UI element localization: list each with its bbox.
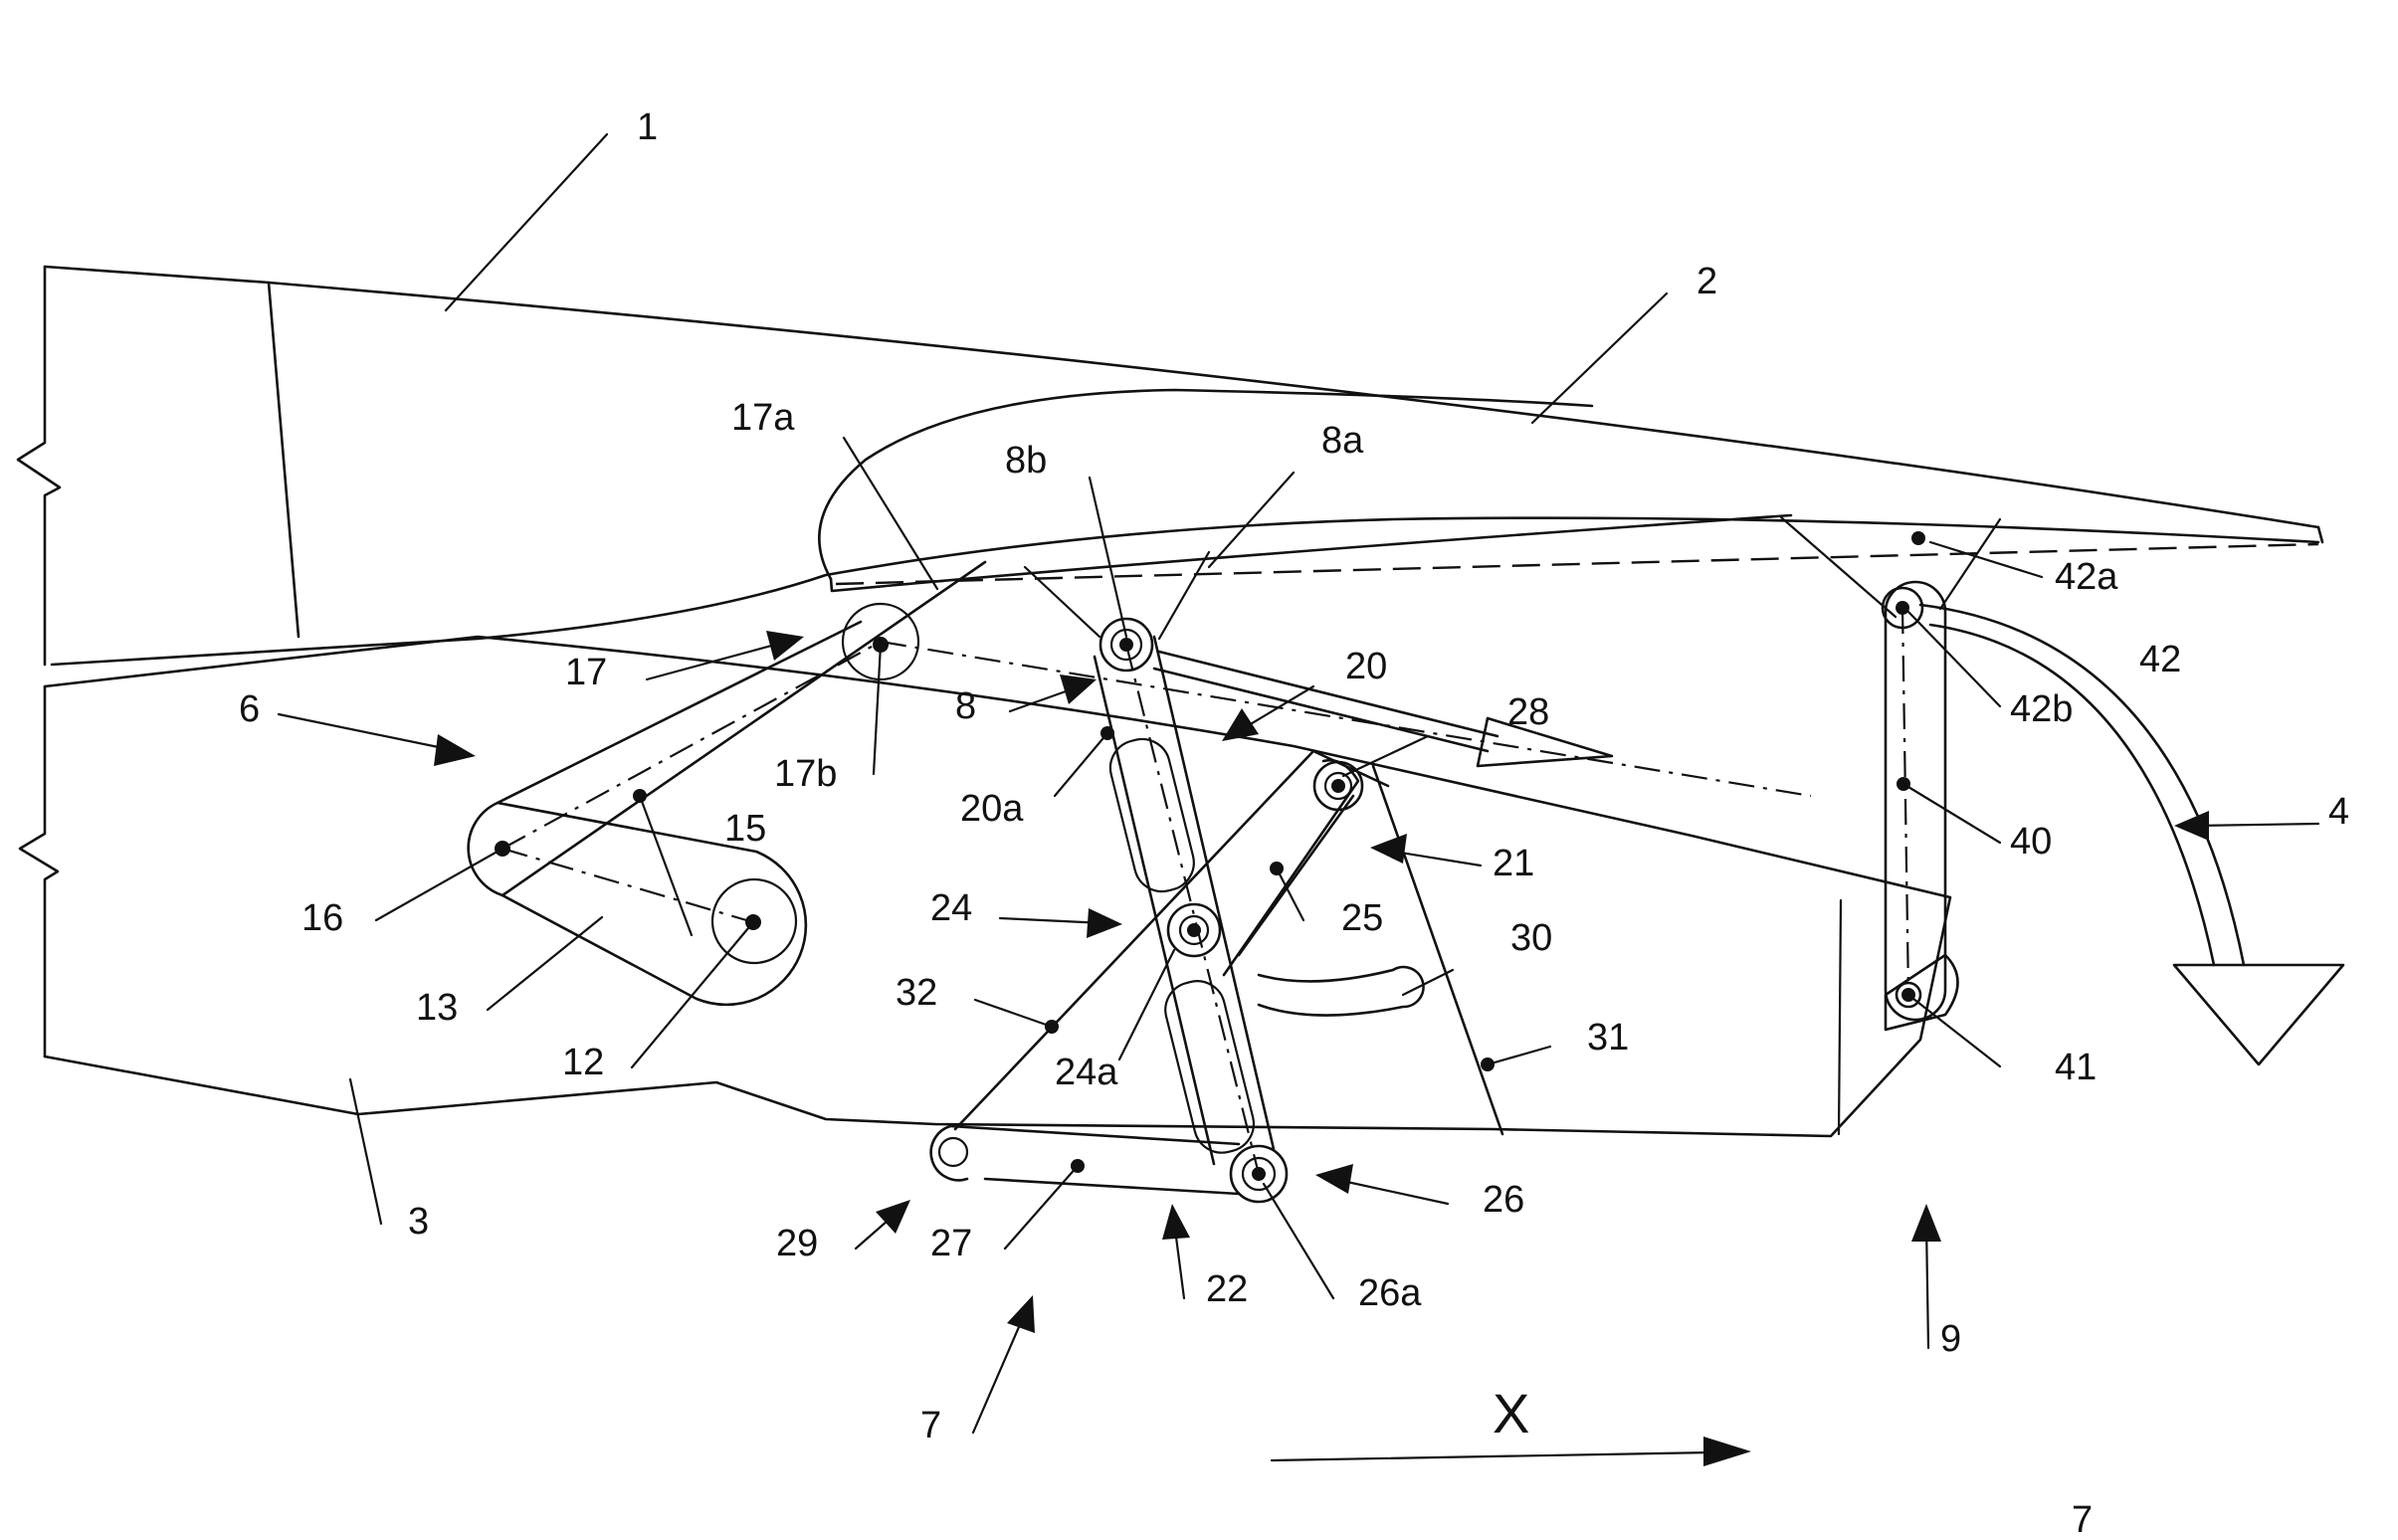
label-42a: 42a (2055, 556, 2118, 598)
link-20 (1093, 617, 1289, 1204)
label-25: 25 (1341, 897, 1383, 939)
flap (818, 388, 2319, 593)
label-8b: 8b (1005, 440, 1047, 481)
reference-labels: 1 2 17a 8b 8a 42a 42 42b 17 20 28 6 8 17… (239, 106, 2349, 1540)
label-31: 31 (1587, 1017, 1629, 1059)
label-22: 22 (1206, 1268, 1248, 1310)
axis-label-x: X (1493, 1382, 1529, 1444)
label-41: 41 (2055, 1047, 2097, 1088)
lower-fairing (18, 635, 1952, 1138)
label-24: 24 (930, 887, 972, 929)
label-17b: 17b (774, 753, 837, 795)
label-28: 28 (1507, 691, 1549, 733)
label-29: 29 (776, 1223, 818, 1264)
label-26a: 26a (1358, 1272, 1422, 1314)
flap-hanger (1023, 550, 1211, 641)
label-4: 4 (2328, 791, 2349, 833)
label-32: 32 (896, 972, 937, 1014)
label-8a: 8a (1321, 420, 1364, 462)
motion-arrow-28 (1152, 650, 1614, 768)
label-6: 6 (239, 688, 260, 730)
label-3: 3 (408, 1201, 429, 1243)
label-24a: 24a (1055, 1052, 1118, 1093)
label-42b: 42b (2010, 688, 2073, 730)
trailing-hinge (1779, 515, 2002, 1032)
label-1: 1 (637, 106, 658, 148)
direction-arrows (277, 631, 2320, 1466)
deflection-arrow (1918, 603, 2345, 1066)
label-17a: 17a (731, 397, 795, 439)
label-17: 17 (565, 652, 607, 693)
leader-lines (348, 132, 2044, 1300)
label-16: 16 (301, 897, 343, 939)
label-9: 9 (1940, 1318, 1961, 1360)
label-42: 42 (2139, 639, 2181, 680)
label-21: 21 (1493, 843, 1534, 884)
rotary-link (467, 801, 808, 1007)
link-21 (953, 749, 1504, 1136)
wing-main-body (16, 265, 2324, 667)
label-2: 2 (1697, 261, 1717, 302)
label-26: 26 (1483, 1179, 1524, 1221)
label-8: 8 (955, 685, 976, 727)
label-30: 30 (1510, 917, 1552, 959)
sheet-mark: 7 (2072, 1499, 2093, 1540)
link-27 (929, 1124, 1241, 1196)
label-40: 40 (2010, 821, 2052, 863)
label-15: 15 (724, 808, 766, 850)
label-20: 20 (1345, 646, 1387, 687)
label-20a: 20a (960, 788, 1024, 830)
guide-rod (496, 560, 1812, 897)
label-13: 13 (416, 987, 458, 1029)
label-12: 12 (562, 1042, 604, 1083)
label-27: 27 (930, 1223, 972, 1264)
label-7: 7 (920, 1405, 941, 1446)
